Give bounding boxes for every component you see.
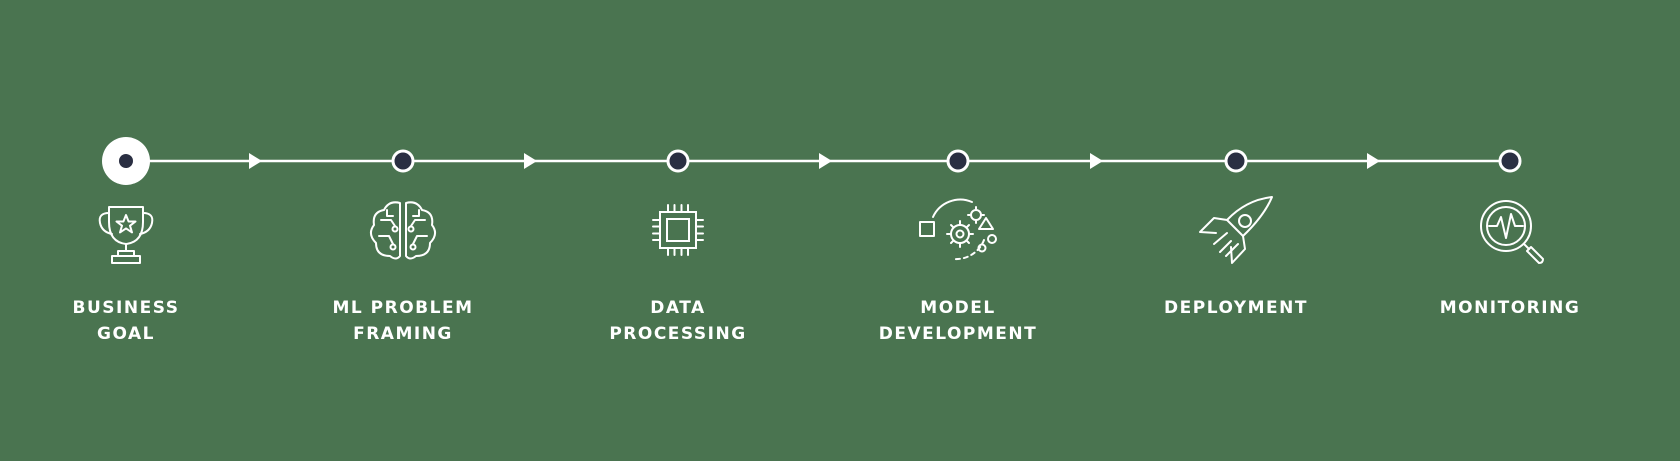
label-model-development: MODEL DEVELOPMENT [838,295,1078,347]
label-line: MODEL [920,298,996,318]
magnifier-icon [1480,200,1544,264]
node-model-development [946,149,970,173]
arrows [249,153,1380,169]
gears-icon [919,198,997,261]
label-ml-problem-framing: ML PROBLEM FRAMING [283,295,523,347]
label-line: BUSINESS [72,298,180,318]
rocket-icon [1199,196,1273,264]
label-line: DEPLOYMENT [1164,298,1308,318]
node-ml-problem-framing [391,149,415,173]
label-data-processing: DATA PROCESSING [558,295,798,347]
arrow-1 [249,153,262,169]
label-line: FRAMING [353,324,453,344]
arrow-4 [1090,153,1103,169]
label-deployment: DEPLOYMENT [1116,295,1356,321]
label-line: DEVELOPMENT [878,324,1038,344]
trophy-icon [98,206,154,264]
node-business-goal [102,137,150,185]
brain-icon [370,201,436,260]
label-line: PROCESSING [609,324,747,344]
arrow-5 [1367,153,1380,169]
node-monitoring [1498,149,1522,173]
label-line: MONITORING [1439,298,1581,318]
label-monitoring: MONITORING [1390,295,1630,321]
node-data-processing [666,149,690,173]
arrow-3 [819,153,832,169]
label-line: ML PROBLEM [332,298,474,318]
node-deployment [1224,149,1248,173]
chip-icon [652,204,704,256]
label-line: GOAL [97,324,155,344]
label-business-goal: BUSINESS GOAL [6,295,246,347]
arrow-2 [524,153,537,169]
label-line: DATA [650,298,706,318]
